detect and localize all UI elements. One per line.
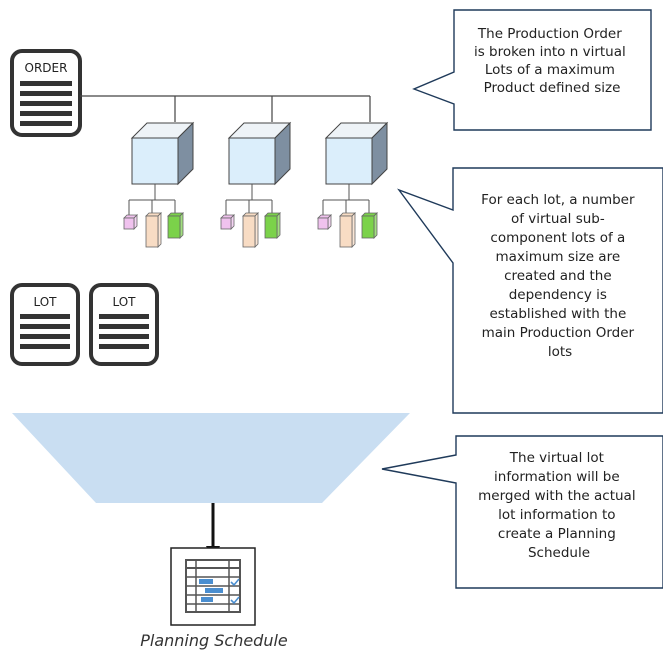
sub-lot-green-2	[264, 212, 281, 239]
callout-sub-component-lots: For each lot, a number of virtual sub- c…	[397, 167, 663, 414]
sub-component-connector-1	[128, 184, 176, 216]
sub-lot-pink-2	[220, 214, 235, 230]
sub-component-connector-3	[322, 184, 370, 216]
sub-lot-peach-1	[145, 212, 162, 248]
lot-document-icon-1: LOT	[10, 283, 80, 366]
callout-merge-text: The virtual lot information will be merg…	[478, 450, 640, 561]
lot-document-icon-2: LOT	[89, 283, 159, 366]
sub-lot-green-1	[167, 212, 184, 239]
sub-lot-pink-1	[123, 214, 138, 230]
virtual-lot-cubes	[123, 121, 389, 248]
sub-lot-pink-3	[317, 214, 332, 230]
lot-label-1: LOT	[33, 295, 57, 309]
planning-schedule-icon	[170, 547, 256, 626]
planning-schedule-caption: Planning Schedule	[140, 631, 288, 650]
order-document-icon: ORDER	[10, 49, 82, 137]
virtual-lot-cube-3	[324, 121, 389, 186]
virtual-lot-cube-1	[130, 121, 195, 186]
callout-sub-component-text: For each lot, a number of virtual sub- c…	[481, 192, 639, 360]
callout-merge-schedule: The virtual lot information will be merg…	[381, 435, 663, 589]
sub-component-connector-2	[225, 184, 273, 216]
sub-lot-peach-3	[339, 212, 356, 248]
merge-funnel-shape	[12, 413, 410, 503]
lot-label-2: LOT	[112, 295, 136, 309]
order-label: ORDER	[25, 61, 68, 75]
order-connector-lines	[80, 95, 371, 122]
sub-lot-green-3	[361, 212, 378, 239]
virtual-lot-cube-2	[227, 121, 292, 186]
callout-order-split: The Production Order is broken into n vi…	[412, 9, 652, 131]
sub-lot-peach-2	[242, 212, 259, 248]
callout-order-split-text: The Production Order is broken into n vi…	[474, 26, 630, 96]
